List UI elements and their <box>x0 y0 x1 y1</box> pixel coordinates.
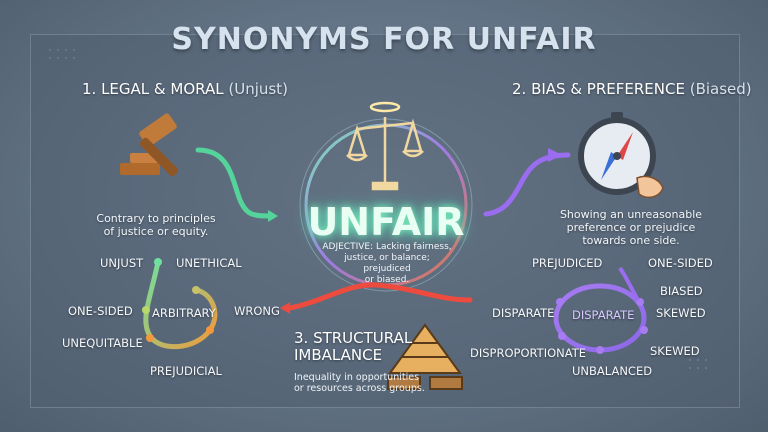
section1-desc-line: of justice or equity. <box>103 225 209 238</box>
definition-line: ADJECTIVE: Lacking fairness, <box>322 242 452 252</box>
section1-heading-sub: (Unjust) <box>228 80 288 98</box>
synonym-word: SKEWED <box>650 344 700 358</box>
section3-description: Inequality in opportunities or resources… <box>294 372 425 394</box>
synonym-word: BIASED <box>660 284 703 298</box>
synonym-word: DISPROPORTIONATE <box>470 346 586 360</box>
section3-heading: 3. STRUCTURAL IMBALANCE <box>294 330 412 364</box>
section1-heading: 1. LEGAL & MORAL (Unjust) <box>82 80 288 98</box>
synonym-word: ONE-SIDED <box>648 256 713 270</box>
section2-desc-line: towards one side. <box>582 234 680 247</box>
pyramid-icon <box>387 323 463 390</box>
synonym-word: UNBALANCED <box>572 364 653 378</box>
section1-desc-line: Contrary to principles <box>96 212 216 225</box>
synonym-word: DISPARATE <box>492 306 555 320</box>
center-word: UNFAIR <box>307 200 465 244</box>
section2-heading-sub: (Biased) <box>689 80 752 98</box>
connector-purple <box>483 152 571 217</box>
synonym-word: WRONG <box>234 304 280 318</box>
section2-heading: 2. BIAS & PREFERENCE (Biased) <box>512 80 752 98</box>
center-definition: ADJECTIVE: Lacking fairness, justice, or… <box>322 242 452 286</box>
section2-heading-main: 2. BIAS & PREFERENCE <box>512 80 685 98</box>
synonym-word: ARBITRARY <box>152 306 216 320</box>
dot-texture <box>49 49 707 369</box>
section3-desc-line: or resources across groups. <box>294 383 425 394</box>
page-title: SYNONYMS FOR UNFAIR <box>171 22 597 57</box>
definition-line: or biased. <box>364 275 410 285</box>
synonym-word: PREJUDICED <box>532 256 603 270</box>
section1-description: Contrary to principles of justice or equ… <box>86 212 226 238</box>
section2-desc-line: preference or prejudice <box>566 221 696 234</box>
section3-heading-line: 3. STRUCTURAL <box>294 329 413 347</box>
synonym-word: UNEQUITABLE <box>62 336 143 350</box>
synonym-word: UNETHICAL <box>176 256 242 270</box>
synonym-word: ONE-SIDED <box>68 304 133 318</box>
synonym-word: DISPARATE <box>572 308 635 322</box>
synonym-word: PREJUDICIAL <box>150 364 222 378</box>
section2-desc-line: Showing an unreasonable <box>559 208 703 221</box>
gavel-icon <box>120 113 179 177</box>
connector-red <box>287 282 473 311</box>
section1-heading-main: 1. LEGAL & MORAL <box>82 80 224 98</box>
scales-icon <box>346 101 424 191</box>
connector-green <box>195 147 271 219</box>
section3-desc-line: Inequality in opportunities <box>294 372 420 383</box>
definition-line: justice, or balance; prejudiced <box>344 253 430 274</box>
synonym-word: UNJUST <box>100 256 144 270</box>
compass-icon <box>578 112 664 199</box>
section3-heading-line: IMBALANCE <box>294 346 383 364</box>
loop-left <box>143 259 218 350</box>
synonym-word: SKEWED <box>656 306 706 320</box>
section2-description: Showing an unreasonable preference or pr… <box>556 208 706 247</box>
